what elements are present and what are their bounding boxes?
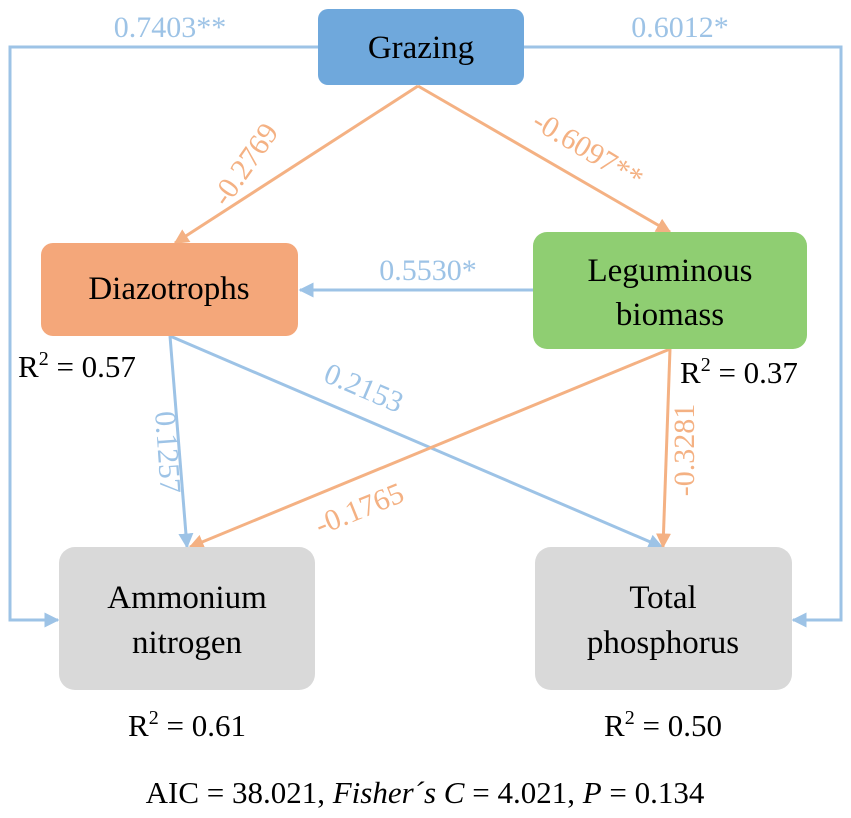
coef-leguminous-phosphorus: -0.3281 [668, 404, 701, 497]
node-ammonium-label-line2: nitrogen [132, 625, 242, 661]
node-leguminous-biomass: Leguminous biomass [533, 232, 807, 349]
node-grazing: Grazing [318, 9, 524, 85]
node-diazotrophs: Diazotrophs [41, 243, 298, 336]
path-grazing-leguminous [417, 84, 672, 234]
r2-leguminous: R2 = 0.37 [680, 354, 798, 390]
node-diazotrophs-label: Diazotrophs [88, 271, 249, 307]
coef-leguminous-ammonium: -0.1765 [310, 477, 408, 542]
node-grazing-label: Grazing [368, 30, 474, 66]
coef-grazing-phosphorus: 0.6012* [631, 11, 729, 44]
path-leguminous-phosphorus [655, 348, 672, 549]
path-leguminous-ammonium [188, 347, 671, 549]
node-phosphorus-label-line1: Total [629, 580, 696, 616]
node-leguminous-label-line1: Leguminous [588, 253, 753, 289]
path-grazing-ammonium [8, 45, 318, 628]
r2-phosphorus: R2 = 0.50 [604, 707, 722, 743]
path-grazing-phosphorus [524, 45, 843, 628]
coef-grazing-leguminous: -0.6097** [527, 104, 649, 195]
coef-leguminous-diazotrophs: 0.5530* [379, 254, 477, 287]
coef-diazotrophs-phosphorus: 0.2153 [319, 357, 408, 420]
node-phosphorus-label-line2: phosphorus [587, 625, 739, 661]
node-ammonium-nitrogen: Ammonium nitrogen [59, 547, 315, 690]
coef-grazing-ammonium: 0.7403** [114, 11, 227, 44]
path-grazing-diazotrophs [173, 84, 419, 245]
node-ammonium-label-line1: Ammonium [107, 580, 267, 616]
r2-ammonium: R2 = 0.61 [128, 707, 246, 743]
model-fit-statistics: AIC = 38.021, Fisher´s C = 4.021, P = 0.… [146, 775, 705, 810]
node-total-phosphorus: Total phosphorus [535, 547, 792, 690]
node-leguminous-label-line2: biomass [616, 297, 724, 333]
r2-diazotrophs: R2 = 0.57 [18, 348, 136, 384]
path-diazotrophs-phosphorus [169, 334, 664, 549]
coef-diazotrophs-ammonium: 0.1257 [148, 410, 187, 495]
path-diazotrophs-ammonium [168, 335, 194, 549]
